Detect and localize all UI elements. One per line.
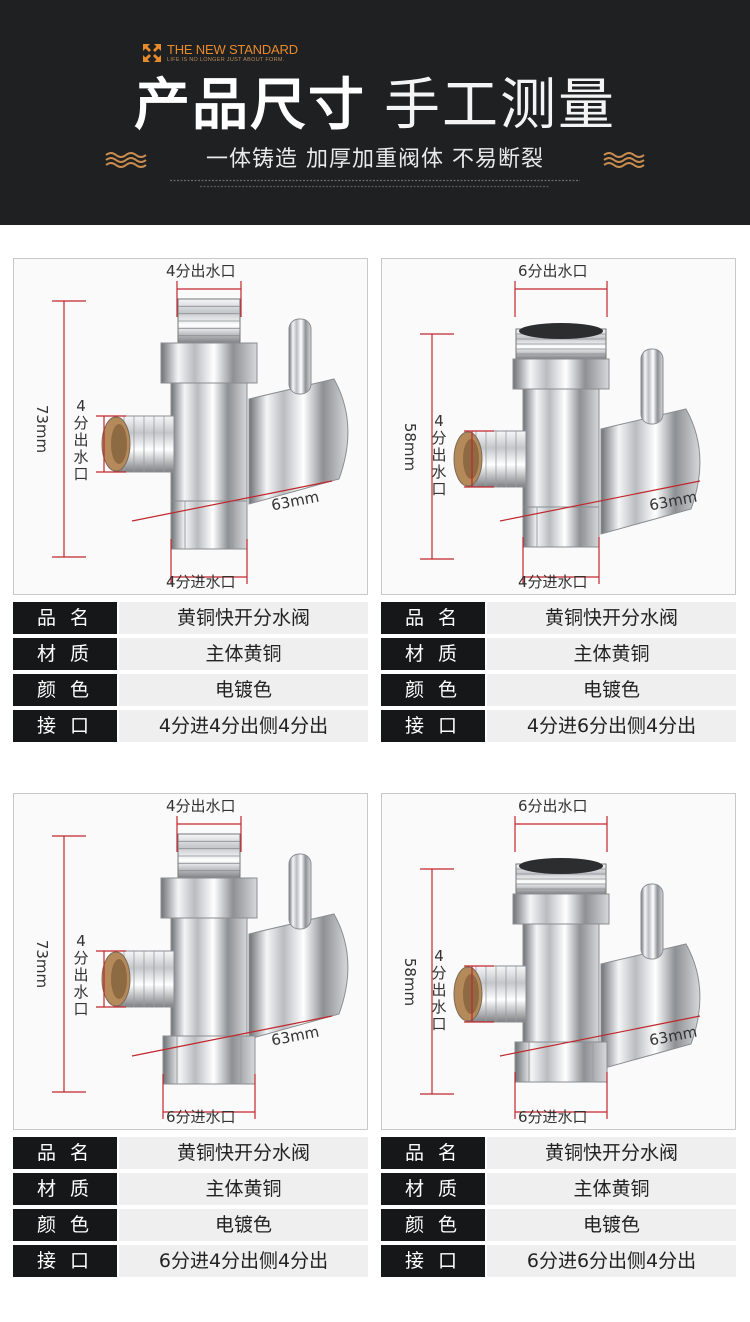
page-title: 产品尺寸手工测量 — [0, 72, 750, 140]
dimension-line — [499, 1015, 701, 1057]
spec-value-port: 4分进4分出侧4分出 — [119, 710, 368, 742]
spec-key-material: 材 质 — [381, 638, 485, 670]
spec-value-material: 主体黄铜 — [119, 1173, 368, 1205]
side-outlet-label: 4分出水口 — [431, 947, 447, 1033]
valve-illustration — [453, 323, 701, 548]
arrows-expand-icon — [143, 44, 161, 62]
inlet-label: 4分进水口 — [518, 573, 588, 591]
spec-row-color: 颜 色电镀色 — [381, 674, 736, 706]
spec-row-name: 品 名黄铜快开分水阀 — [381, 602, 736, 634]
spec-key-color: 颜 色 — [13, 1209, 117, 1241]
dimension-drawing — [420, 281, 701, 584]
spec-key-port: 接 口 — [13, 710, 117, 742]
spec-key-name: 品 名 — [13, 602, 117, 634]
spec-value-material: 主体黄铜 — [487, 1173, 736, 1205]
wave-ornament-icon — [105, 152, 147, 168]
spec-key-port: 接 口 — [13, 1245, 117, 1277]
spec-key-color: 颜 色 — [381, 1209, 485, 1241]
header-banner: THE NEW STANDARD LIFE IS NO LONGER JUST … — [0, 0, 750, 225]
wave-ornament-icon — [603, 152, 645, 168]
spec-row-color: 颜 色电镀色 — [13, 674, 368, 706]
spec-row-name: 品 名黄铜快开分水阀 — [13, 602, 368, 634]
spec-row-name: 品 名黄铜快开分水阀 — [13, 1137, 368, 1169]
spec-key-port: 接 口 — [381, 1245, 485, 1277]
spec-row-material: 材 质主体黄铜 — [13, 1173, 368, 1205]
spec-row-material: 材 质主体黄铜 — [381, 1173, 736, 1205]
dimension-line — [499, 480, 701, 522]
tagline: 一体铸造 加厚加重阀体 不易断裂 — [206, 147, 544, 172]
spec-value-port: 6分进4分出侧4分出 — [119, 1245, 368, 1277]
spec-key-material: 材 质 — [13, 638, 117, 670]
brand-subtitle: LIFE IS NO LONGER JUST ABOUT FORM. — [167, 57, 285, 63]
spec-key-color: 颜 色 — [13, 674, 117, 706]
spec-value-color: 电镀色 — [487, 1209, 736, 1241]
spec-value-material: 主体黄铜 — [119, 638, 368, 670]
brand-mark: THE NEW STANDARD LIFE IS NO LONGER JUST … — [142, 42, 298, 66]
valve-illustration — [101, 833, 349, 1085]
spec-row-color: 颜 色电镀色 — [381, 1209, 736, 1241]
spec-row-material: 材 质主体黄铜 — [381, 638, 736, 670]
spec-value-color: 电镀色 — [119, 674, 368, 706]
spec-value-material: 主体黄铜 — [487, 638, 736, 670]
spec-value-color: 电镀色 — [487, 674, 736, 706]
headline-bold: 产品尺寸 — [134, 73, 366, 138]
height-label: 73mm — [33, 939, 52, 989]
decorative-fineprint — [170, 179, 580, 182]
brand-title: THE NEW STANDARD — [167, 42, 298, 57]
spec-key-material: 材 质 — [13, 1173, 117, 1205]
top-outlet-label: 4分出水口 — [166, 262, 236, 280]
dimension-line — [131, 480, 333, 522]
side-outlet-label: 4分出水口 — [73, 397, 89, 483]
valve-illustration — [101, 298, 349, 550]
decorative-fineprint — [200, 185, 550, 188]
spec-value-name: 黄铜快开分水阀 — [119, 1137, 368, 1169]
spec-value-port: 6分进6分出侧4分出 — [487, 1245, 736, 1277]
top-outlet-label: 4分出水口 — [166, 797, 236, 815]
spec-row-color: 颜 色电镀色 — [13, 1209, 368, 1241]
spec-value-port: 4分进6分出侧4分出 — [487, 710, 736, 742]
spec-value-name: 黄铜快开分水阀 — [119, 602, 368, 634]
inlet-label: 6分进水口 — [166, 1108, 236, 1126]
spec-value-name: 黄铜快开分水阀 — [487, 602, 736, 634]
spec-row-material: 材 质主体黄铜 — [13, 638, 368, 670]
inlet-label: 4分进水口 — [166, 573, 236, 591]
dimension-drawing — [420, 816, 701, 1119]
height-label: 73mm — [33, 404, 52, 454]
spec-key-material: 材 质 — [381, 1173, 485, 1205]
inlet-label: 6分进水口 — [518, 1108, 588, 1126]
dimension-drawing — [52, 816, 349, 1119]
top-outlet-label: 6分出水口 — [518, 262, 588, 280]
spec-key-color: 颜 色 — [381, 674, 485, 706]
valve-illustration — [453, 858, 701, 1083]
spec-value-name: 黄铜快开分水阀 — [487, 1137, 736, 1169]
height-label: 58mm — [401, 422, 420, 471]
headline-thin: 手工测量 — [384, 73, 616, 138]
spec-key-name: 品 名 — [381, 602, 485, 634]
dimension-drawing — [52, 281, 349, 584]
spec-key-name: 品 名 — [13, 1137, 117, 1169]
side-outlet-label: 4分出水口 — [431, 412, 447, 498]
height-label: 58mm — [401, 957, 420, 1006]
spec-key-port: 接 口 — [381, 710, 485, 742]
side-outlet-label: 4分出水口 — [73, 932, 89, 1018]
dimension-line — [131, 1015, 333, 1057]
spec-row-name: 品 名黄铜快开分水阀 — [381, 1137, 736, 1169]
spec-key-name: 品 名 — [381, 1137, 485, 1169]
spec-value-color: 电镀色 — [119, 1209, 368, 1241]
top-outlet-label: 6分出水口 — [518, 797, 588, 815]
